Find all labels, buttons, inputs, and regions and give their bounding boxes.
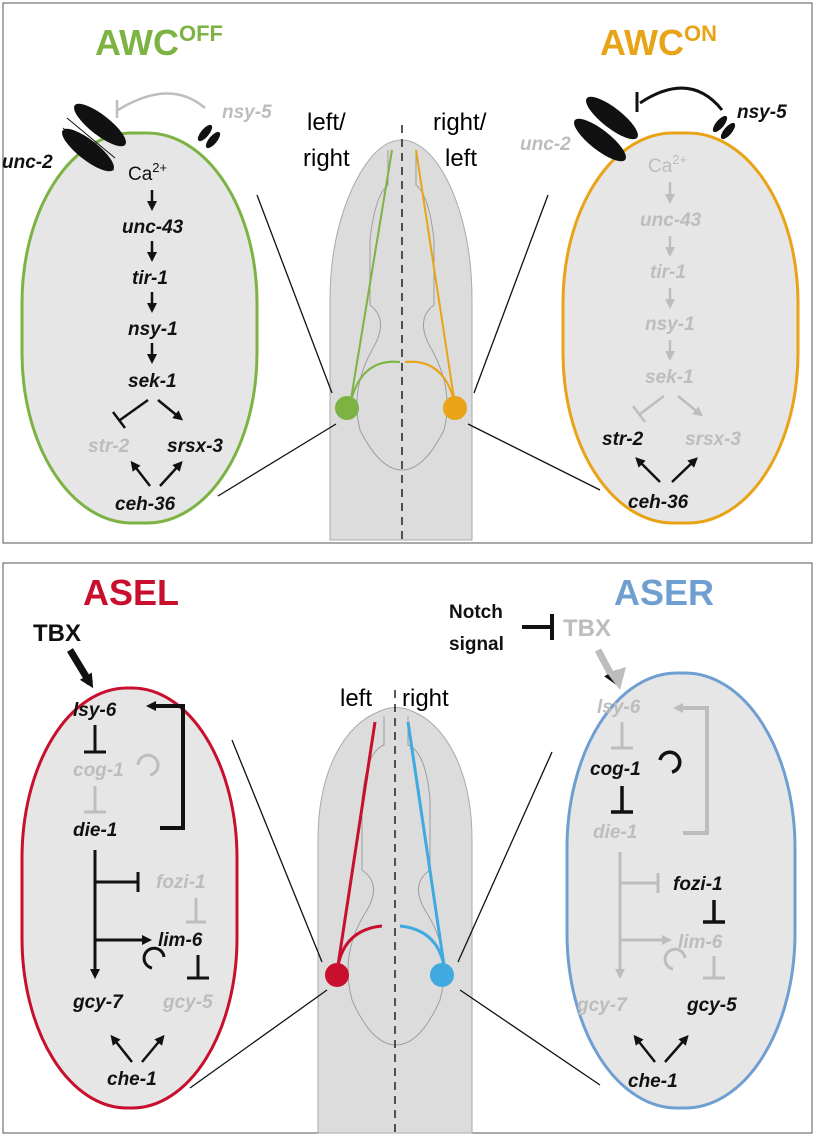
worm-head-bottom: [317, 690, 473, 1134]
worm-top-right-label-1: right/: [433, 109, 487, 136]
gene-nsy-5-off: nsy-5: [222, 102, 272, 123]
gene-nsy-5-on: nsy-5: [737, 102, 787, 123]
gene-sek-1-on: sek-1: [645, 367, 694, 388]
worm-top-right-label-2: left: [445, 145, 477, 172]
gene-ceh-36-off: ceh-36: [115, 494, 176, 515]
gene-cog-1-aser: cog-1: [590, 759, 641, 780]
worm-bottom-left-label: left: [340, 685, 372, 712]
gene-che-1-asel: che-1: [107, 1069, 157, 1090]
gene-srsx-3-on: srsx-3: [685, 429, 741, 450]
unc-2-channel-left: [62, 103, 126, 172]
gene-die-1-aser: die-1: [593, 822, 637, 843]
gene-die-1-asel: die-1: [73, 820, 117, 841]
aser-title: ASER: [614, 572, 714, 613]
gene-lim-6-aser: lim-6: [678, 932, 723, 953]
worm-bottom-right-label: right: [402, 685, 449, 712]
tbx-aser: TBX: [563, 615, 611, 642]
nsy-5-junction-right: [712, 115, 736, 140]
ca-on: Ca2+: [648, 152, 687, 177]
gene-tir-1-on: tir-1: [650, 262, 686, 283]
lim-6-self-loop-asel: [142, 946, 166, 970]
die-1-feedback-aser: [673, 703, 709, 835]
awc-off-title: AWCOFF: [95, 21, 223, 63]
gene-unc-2-off: unc-2: [2, 152, 53, 173]
awc-off-cell: [20, 131, 259, 525]
gene-unc-43-off: unc-43: [122, 217, 184, 238]
awc-on-title: AWCON: [600, 21, 717, 63]
gene-lim-6-asel: lim-6: [158, 930, 203, 951]
cog-1-self-loop-aser: [658, 750, 682, 774]
gene-cog-1-asel: cog-1: [73, 760, 124, 781]
lim-6-self-loop-aser: [663, 947, 687, 971]
gene-gcy-7-aser: gcy-7: [576, 995, 628, 1016]
gene-srsx-3-off: srsx-3: [167, 436, 223, 457]
die-1-feedback-asel: [146, 701, 185, 830]
asel-cell: [20, 686, 239, 1110]
inhibition-arc-off: [117, 92, 206, 112]
gene-ceh-36-on: ceh-36: [628, 492, 689, 513]
notch-label-1: Notch: [449, 602, 503, 623]
inhibition-arc-on: [639, 86, 724, 111]
gene-tir-1-off: tir-1: [132, 268, 168, 289]
unc-2-channel-right: [574, 96, 638, 162]
gene-gcy-5-aser: gcy-5: [686, 995, 737, 1016]
gene-str-2-off: str-2: [88, 436, 130, 457]
notch-label-2: signal: [449, 634, 504, 655]
incoming-arrows-icon: [62, 117, 116, 171]
cog-1-self-loop-asel: [136, 753, 160, 777]
gene-lsy-6-aser: lsy-6: [597, 697, 641, 718]
worm-top-left-label-1: left/: [307, 109, 346, 136]
gene-nsy-1-on: nsy-1: [645, 314, 695, 335]
gene-unc-43-on: unc-43: [640, 210, 702, 231]
ca-off: Ca2+: [128, 160, 167, 185]
aser-cell: [565, 671, 797, 1110]
gene-unc-2-on: unc-2: [520, 134, 571, 155]
gene-str-2-on: str-2: [602, 429, 644, 450]
gene-fozi-1-aser: fozi-1: [673, 874, 723, 895]
gene-lsy-6-asel: lsy-6: [73, 700, 117, 721]
gene-fozi-1-asel: fozi-1: [156, 872, 206, 893]
tbx-asel: TBX: [33, 620, 81, 647]
awc-on-cell: [561, 131, 800, 525]
asel-title: ASEL: [83, 572, 179, 613]
nsy-5-junction-left: [197, 124, 221, 149]
gene-sek-1-off: sek-1: [128, 371, 177, 392]
gene-gcy-5-asel: gcy-5: [162, 992, 213, 1013]
gene-che-1-aser: che-1: [628, 1071, 678, 1092]
worm-top-left-label-2: right: [303, 145, 350, 172]
worm-head-top: [329, 125, 473, 542]
gene-gcy-7-asel: gcy-7: [72, 992, 124, 1013]
gene-nsy-1-off: nsy-1: [128, 319, 178, 340]
